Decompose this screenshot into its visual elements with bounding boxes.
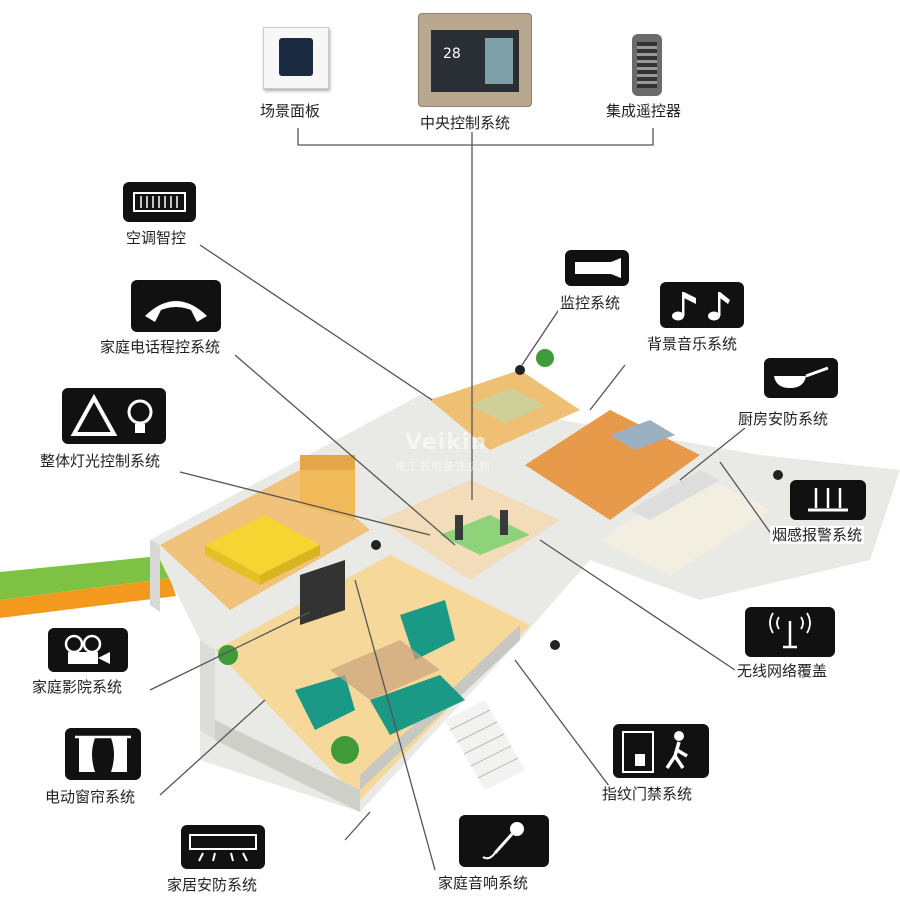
smoke-alarm-icon	[790, 480, 866, 520]
central-control-device: 28	[418, 13, 532, 107]
house-walls	[150, 370, 900, 812]
music-note-icon	[660, 282, 744, 328]
central-control-screen: 28	[431, 30, 519, 92]
remote-device	[632, 34, 662, 96]
label-central-control: 中央控制系统	[418, 114, 513, 132]
label-wireless: 无线网络覆盖	[735, 662, 830, 680]
remote-buttons	[637, 42, 657, 88]
camera-monitor-icon	[565, 250, 629, 286]
label-remote: 集成遥控器	[604, 102, 684, 120]
fingerprint-door-icon	[613, 724, 709, 778]
kitchen-pan-icon	[764, 358, 838, 398]
furniture	[205, 349, 720, 790]
scene-panel-device	[263, 27, 329, 89]
camera-dots	[371, 365, 783, 650]
lighting-icon	[62, 388, 166, 444]
scene-panel-screen	[279, 38, 313, 76]
label-kitchen: 厨房安防系统	[736, 410, 831, 428]
label-music: 背景音乐系统	[645, 335, 740, 353]
label-phone: 家庭电话程控系统	[98, 338, 223, 356]
ac-icon	[123, 182, 196, 222]
cinema-icon	[48, 628, 128, 672]
label-monitor: 监控系统	[558, 294, 623, 312]
label-cinema: 家庭影院系统	[30, 678, 125, 696]
phone-icon	[131, 280, 221, 332]
label-security: 家居安防系统	[165, 876, 260, 894]
label-fingerprint: 指纹门禁系统	[600, 785, 695, 803]
watermark-sub: 唯工弱电装饰机构	[395, 460, 491, 473]
connector-lines	[149, 128, 773, 871]
curtain-icon	[65, 728, 141, 780]
label-ac: 空调智控	[124, 229, 189, 247]
watermark-brand: Veikin	[405, 430, 488, 455]
security-ac-icon	[181, 825, 265, 869]
stairs	[445, 700, 525, 790]
label-smoke: 烟感报警系统	[770, 526, 865, 544]
screen-light-panel	[485, 38, 513, 84]
wireless-icon	[745, 607, 835, 657]
decor-stripes	[0, 556, 176, 618]
label-audio: 家庭音响系统	[436, 874, 531, 892]
label-lighting: 整体灯光控制系统	[38, 452, 163, 470]
label-curtain: 电动窗帘系统	[43, 788, 138, 806]
screen-temperature: 28	[443, 46, 461, 62]
label-scene-panel: 场景面板	[258, 102, 323, 120]
microphone-icon	[459, 815, 549, 867]
